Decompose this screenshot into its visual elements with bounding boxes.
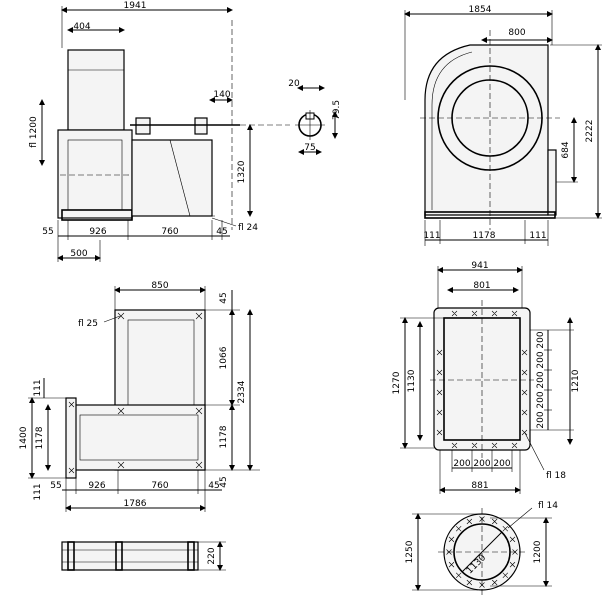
base-frame — [131, 139, 213, 217]
dim-1854: 1854 — [469, 5, 492, 15]
dim-75: 75 — [304, 143, 315, 153]
frame-lower — [71, 404, 206, 471]
dim-1066: 1066 — [219, 346, 229, 369]
dim-45-frame: 45 — [208, 481, 219, 491]
dim-200-3: 200 — [536, 371, 546, 388]
dim-404: 404 — [73, 22, 90, 32]
dim-111-right: 111 — [529, 231, 546, 241]
outlet-flange — [547, 149, 557, 216]
dim-200-4: 200 — [536, 391, 546, 408]
dim-79-5: 79.5 — [332, 100, 342, 120]
dim-1320: 1320 — [237, 160, 247, 183]
inlet-bolt-mark — [466, 579, 473, 586]
dim-760: 760 — [161, 227, 178, 237]
dim-55-frame: 55 — [50, 481, 61, 491]
dim-850: 850 — [151, 281, 168, 291]
dim-1178-right: 1178 — [219, 425, 229, 448]
bearing-housing-left — [135, 117, 151, 135]
outlet-flange-view: 941 801 1270 1130 200 200 200 200 200 12… — [392, 261, 581, 494]
dim-926: 926 — [89, 227, 106, 237]
dim-111-bottom: 111 — [33, 483, 43, 500]
inlet-bolt-mark — [446, 549, 452, 555]
dim-220: 220 — [207, 547, 217, 564]
dim-200-b3: 200 — [493, 459, 510, 469]
dim-1941: 1941 — [124, 1, 147, 11]
dim-55: 55 — [42, 227, 53, 237]
dim-fl-1200: fl 1200 — [29, 116, 39, 148]
inlet-flange-view: 1130 fl 14 1250 1200 — [405, 501, 558, 596]
inlet-bolt-mark — [455, 572, 462, 579]
inlet-bolt-mark — [509, 536, 516, 543]
front-view: 1854 800 2222 684 111 1178 111 — [404, 5, 602, 246]
inlet-bolt-mark — [466, 518, 473, 525]
dim-111-top: 111 — [33, 379, 43, 396]
dim-1210: 1210 — [571, 369, 581, 392]
dim-45-bottom: 45 — [219, 476, 229, 487]
dim-20: 20 — [288, 79, 300, 89]
dim-1786: 1786 — [124, 499, 147, 509]
dim-1178-left: 1178 — [35, 426, 45, 449]
dim-2222: 2222 — [585, 120, 595, 143]
frame-plan: 850 fl 25 45 1066 2334 1178 45 111 1400 … — [19, 281, 260, 512]
dim-fl-24: fl 24 — [238, 223, 258, 233]
side-view: 1941 404 140 fl 1200 1320 55 926 760 45 … — [29, 1, 290, 262]
frame-left-flange — [65, 397, 77, 479]
frame-channel — [61, 541, 199, 571]
dim-1250: 1250 — [405, 540, 415, 563]
dim-1178: 1178 — [473, 231, 496, 241]
dim-45-top: 45 — [219, 292, 229, 303]
dim-fl-14: fl 14 — [538, 501, 558, 511]
dim-45: 45 — [216, 227, 227, 237]
dim-2334: 2334 — [237, 380, 247, 403]
dim-200-b2: 200 — [473, 459, 490, 469]
dim-926-frame: 926 — [88, 481, 105, 491]
inlet-bolt-mark — [479, 582, 485, 588]
inlet-bolt-mark — [448, 536, 455, 543]
frame-bolts — [68, 312, 203, 474]
dim-1270: 1270 — [392, 371, 402, 394]
dim-200-2: 200 — [536, 351, 546, 368]
dim-200-5: 200 — [536, 411, 546, 428]
inlet-bolt-mark — [491, 518, 498, 525]
bearing-housing-right — [194, 117, 208, 135]
inlet-bolt-mark — [502, 525, 509, 532]
inlet-bolt-mark — [509, 561, 516, 568]
outlet-duct — [67, 49, 125, 131]
dim-1130: 1130 — [407, 369, 417, 392]
inlet-bolt-mark — [455, 525, 462, 532]
frame-side: 220 — [61, 541, 226, 571]
dim-941: 941 — [471, 261, 488, 271]
dim-760-frame: 760 — [151, 481, 168, 491]
inlet-bolt-mark — [491, 579, 498, 586]
dim-1400: 1400 — [19, 426, 29, 449]
dim-1200: 1200 — [533, 540, 543, 563]
dim-200-1: 200 — [536, 331, 546, 348]
inlet-bolts — [446, 516, 518, 588]
dim-fl-18: fl 18 — [546, 471, 566, 481]
inlet-bolt-mark — [479, 516, 485, 522]
dim-800: 800 — [508, 28, 525, 38]
inlet-bolt-mark — [512, 549, 518, 555]
shaft-detail: 20 79.5 75 — [288, 79, 342, 155]
inlet-bolt-mark — [502, 572, 509, 579]
dim-881: 881 — [471, 481, 488, 491]
dim-684: 684 — [561, 141, 571, 158]
dim-111-left: 111 — [423, 231, 440, 241]
dim-801: 801 — [473, 281, 490, 291]
outlet-bolts — [436, 310, 528, 449]
inlet-bolt-mark — [448, 561, 455, 568]
dim-140: 140 — [213, 90, 230, 100]
dim-500: 500 — [70, 249, 87, 259]
scroll-housing — [424, 44, 549, 216]
fan-housing — [57, 129, 133, 219]
dim-fl-25: fl 25 — [78, 319, 98, 329]
dim-200-b1: 200 — [453, 459, 470, 469]
